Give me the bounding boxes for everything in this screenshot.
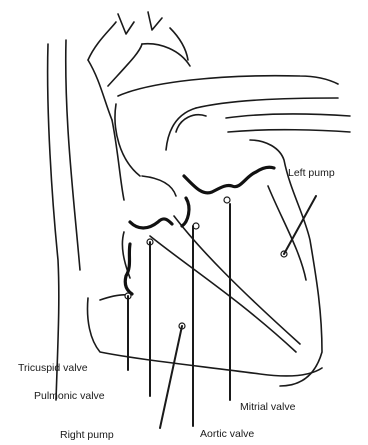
- septum: [150, 216, 300, 352]
- mitral-valve-shape: [184, 167, 274, 193]
- aortic-arch: [88, 12, 190, 200]
- leader-right-pump: [160, 326, 182, 428]
- label-pulmonic-valve: Pulmonic valve: [34, 390, 105, 402]
- label-mitral-valve: Mitrial valve: [240, 401, 296, 413]
- pulmonary-artery: [115, 76, 338, 176]
- label-tricuspid-valve: Tricuspid valve: [18, 362, 88, 374]
- vena-cava: [48, 40, 80, 400]
- pulmonary-veins: [176, 114, 350, 132]
- label-right-pump: Right pump: [60, 429, 114, 441]
- aortic-valve-shape: [182, 198, 189, 226]
- labels: Left pump Tricuspid valve Pulmonic valve…: [18, 167, 335, 441]
- pulmonic-valve-shape: [130, 219, 172, 228]
- label-left-pump: Left pump: [288, 167, 335, 179]
- valves: [125, 167, 274, 294]
- label-aortic-valve: Aortic valve: [200, 428, 254, 440]
- marker-mitral: [224, 197, 230, 203]
- right-heart-wall: [88, 176, 323, 376]
